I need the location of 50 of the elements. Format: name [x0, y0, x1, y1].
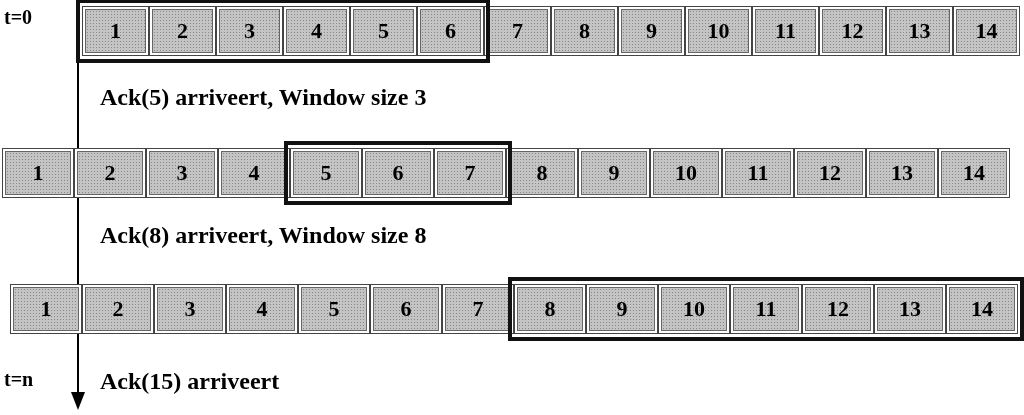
packet-box: 14	[946, 284, 1018, 334]
time-label: t=0	[4, 6, 33, 29]
packet-box: 13	[866, 148, 938, 198]
packet-box: 6	[370, 284, 442, 334]
packet-box: 5	[298, 284, 370, 334]
packet-box: 7	[434, 148, 506, 198]
window-frame	[284, 141, 512, 205]
packet-box: 8	[551, 6, 618, 56]
packet-box: 7	[484, 6, 551, 56]
packet-box: 1	[2, 148, 74, 198]
packet-box: 2	[149, 6, 216, 56]
packet-box: 2	[74, 148, 146, 198]
packet-box: 11	[722, 148, 794, 198]
packet-box: 4	[226, 284, 298, 334]
packet-box: 5	[290, 148, 362, 198]
packet-box: 3	[216, 6, 283, 56]
packet-box: 8	[514, 284, 586, 334]
packet-box: 14	[953, 6, 1020, 56]
packet-box: 5	[350, 6, 417, 56]
status-text: Ack(5) arriveert, Window size 3	[100, 84, 427, 111]
packet-box: 13	[874, 284, 946, 334]
window-frame	[508, 277, 1024, 341]
packet-box: 7	[442, 284, 514, 334]
packet-box: 9	[618, 6, 685, 56]
packet-box: 12	[794, 148, 866, 198]
packet-box: 12	[819, 6, 886, 56]
packet-box: 13	[886, 6, 953, 56]
packet-box: 9	[586, 284, 658, 334]
packet-box: 4	[218, 148, 290, 198]
packet-box: 1	[82, 6, 149, 56]
packet-box: 6	[362, 148, 434, 198]
packet-box: 9	[578, 148, 650, 198]
status-text: Ack(8) arriveert, Window size 8	[100, 222, 427, 249]
packet-box: 4	[283, 6, 350, 56]
window-frame	[76, 0, 490, 63]
packet-box: 10	[658, 284, 730, 334]
packet-box: 14	[938, 148, 1010, 198]
packet-box: 2	[82, 284, 154, 334]
status-text: Ack(15) arriveert	[100, 368, 280, 395]
packet-box: 8	[506, 148, 578, 198]
packet-box: 11	[730, 284, 802, 334]
packet-box: 3	[154, 284, 226, 334]
packet-box: 3	[146, 148, 218, 198]
packet-box: 10	[650, 148, 722, 198]
time-label: t=n	[4, 368, 34, 391]
packet-box: 11	[752, 6, 819, 56]
packet-box: 12	[802, 284, 874, 334]
packet-box: 1	[10, 284, 82, 334]
packet-box: 6	[417, 6, 484, 56]
packet-box: 10	[685, 6, 752, 56]
